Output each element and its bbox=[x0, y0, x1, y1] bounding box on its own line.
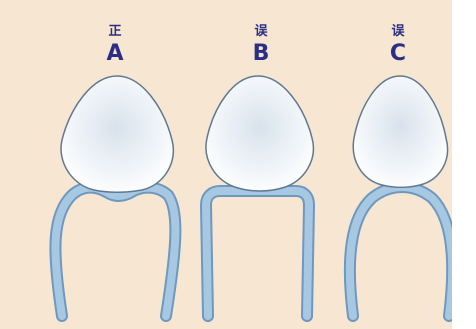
panel-b-clasp bbox=[206, 191, 309, 316]
panel-a-tooth bbox=[61, 76, 173, 192]
panel-b-figure bbox=[206, 76, 313, 316]
panel-c-tooth bbox=[353, 76, 447, 187]
panel-a-clasp bbox=[55, 188, 175, 316]
right-border bbox=[452, 0, 476, 329]
panel-a-figure bbox=[55, 76, 175, 316]
panel-b-tooth bbox=[206, 76, 313, 191]
panel-c-figure bbox=[350, 76, 452, 316]
